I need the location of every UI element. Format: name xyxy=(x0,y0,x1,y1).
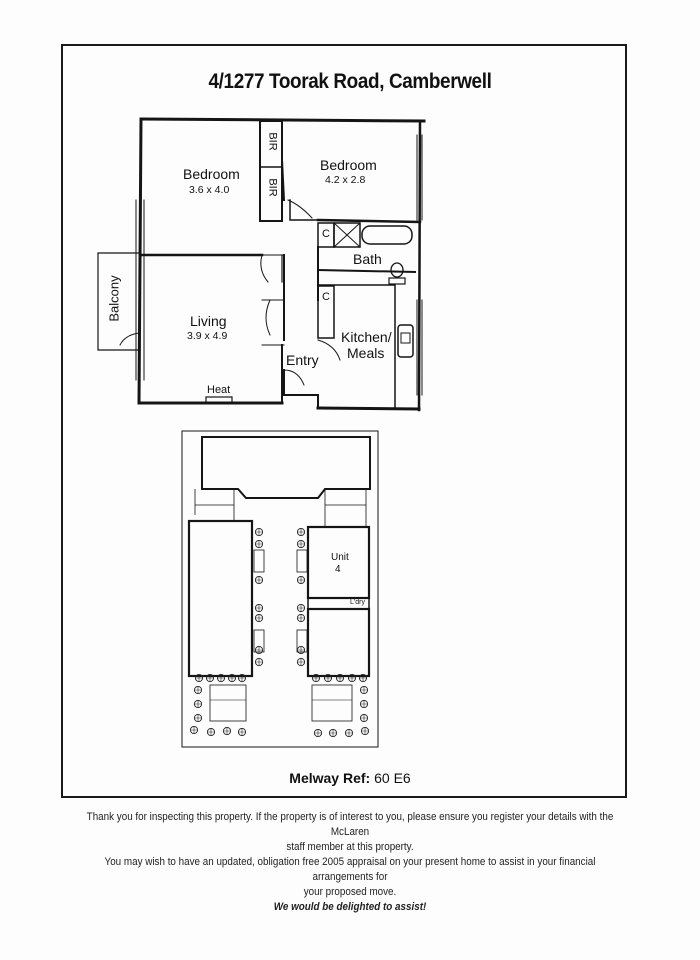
bedroom-1-size: 3.6 x 4.0 xyxy=(189,184,230,196)
unit-block-right xyxy=(306,607,371,678)
c-kitchen-label: C xyxy=(322,291,330,303)
property-address-title: 4/1277 Toorak Road, Camberwell xyxy=(208,70,492,93)
footer-line-2: staff member at this property. xyxy=(286,841,414,853)
c-bath-label: C xyxy=(322,228,330,240)
bir-bottom-label: BIR xyxy=(266,178,279,197)
footer-line-4: your proposed move. xyxy=(303,886,397,898)
document-frame xyxy=(61,44,627,798)
bedroom-2-size: 4.2 x 2.8 xyxy=(325,174,366,186)
kitchen-label-line1: Kitchen/ xyxy=(341,329,392,345)
outer-wall-bottom-kitchen xyxy=(316,406,421,411)
bedroom-1-name: Bedroom xyxy=(183,166,240,182)
site-boundary xyxy=(181,430,379,748)
entry-label: Entry xyxy=(286,352,319,368)
bedroom-2-name: Bedroom xyxy=(320,157,377,173)
unit-block-left xyxy=(187,519,254,678)
melway-reference: Melway Ref: 60 E6 xyxy=(0,770,700,786)
balcony-label: Balcony xyxy=(106,275,122,322)
outer-wall-right xyxy=(417,119,422,412)
bir-top-label: BIR xyxy=(266,132,279,151)
laundry-label: L'dry xyxy=(350,599,365,606)
melway-value: 60 E6 xyxy=(374,770,411,786)
unit-4-label-line2: 4 xyxy=(335,564,341,575)
footer-note: Thank you for inspecting this property. … xyxy=(82,810,618,915)
heat-label: Heat xyxy=(207,384,231,396)
outer-wall-left xyxy=(137,117,143,405)
kitchen-label-line2: Meals xyxy=(347,345,385,361)
footer-tagline: We would be delighted to assist! xyxy=(273,901,427,913)
living-size: 3.9 x 4.9 xyxy=(187,330,228,342)
garage-building xyxy=(201,436,371,499)
footer-line-3: You may wish to have an updated, obligat… xyxy=(104,856,596,883)
unit-4-label-line1: Unit xyxy=(331,552,349,563)
living-name: Living xyxy=(190,313,227,329)
bath-label: Bath xyxy=(353,251,382,267)
melway-label: Melway Ref: xyxy=(289,770,371,786)
footer-line-1: Thank you for inspecting this property. … xyxy=(86,811,614,838)
